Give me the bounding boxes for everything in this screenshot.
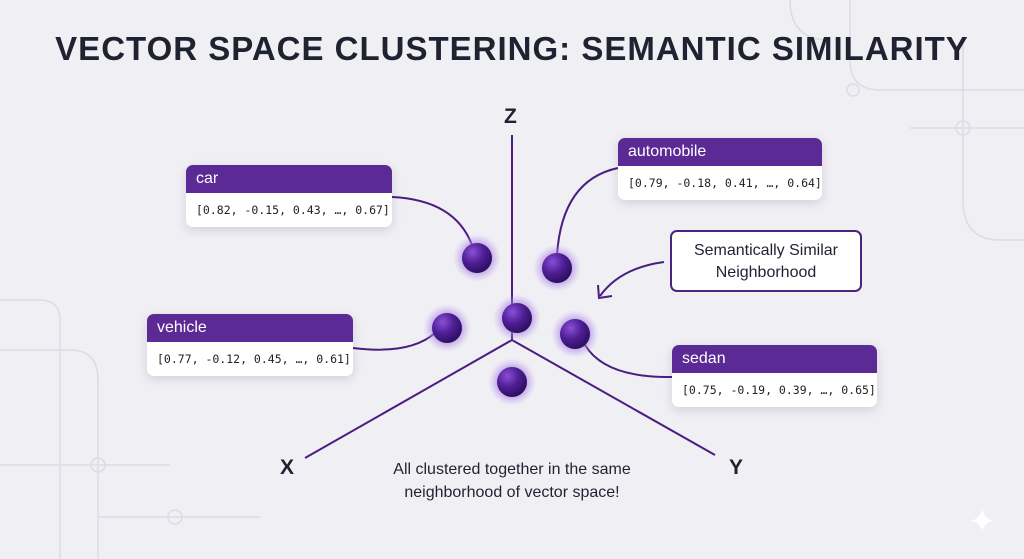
word-label: car — [186, 165, 392, 193]
vector-point-center — [502, 303, 532, 333]
sparkle-icon: ✦ — [968, 503, 997, 541]
word-vector: [0.75, -0.19, 0.39, …, 0.65] — [682, 383, 876, 397]
neighborhood-callout: Semantically Similar Neighborhood — [670, 230, 862, 292]
caption-line: All clustered together in the same — [393, 461, 631, 478]
word-vector: [0.77, -0.12, 0.45, …, 0.61] — [157, 352, 351, 366]
vector-point-vehicle — [432, 313, 462, 343]
connector-car — [391, 196, 473, 246]
callout-arrowhead — [597, 284, 613, 300]
caption: All clustered together in the same neigh… — [362, 458, 662, 504]
word-card-automobile: automobile [0.79, -0.18, 0.41, …, 0.64] — [618, 138, 822, 200]
y-axis — [511, 339, 716, 456]
x-axis-label: X — [280, 456, 295, 479]
vector-point-bottom — [497, 367, 527, 397]
x-axis — [304, 339, 513, 459]
y-axis-label: Y — [729, 456, 744, 479]
z-axis-label: Z — [504, 105, 517, 128]
word-label: sedan — [672, 345, 877, 373]
connector-automobile — [556, 167, 619, 256]
word-card-car: car [0.82, -0.15, 0.43, …, 0.67] — [186, 165, 392, 227]
vector-point-sedan — [560, 319, 590, 349]
page-title: VECTOR SPACE CLUSTERING: SEMANTIC SIMILA… — [55, 30, 969, 67]
caption-line: neighborhood of vector space! — [404, 484, 620, 501]
word-vector: [0.82, -0.15, 0.43, …, 0.67] — [196, 203, 390, 217]
word-label: automobile — [618, 138, 822, 166]
word-label: vehicle — [147, 314, 353, 342]
callout-line: Neighborhood — [715, 264, 817, 281]
word-card-vehicle: vehicle [0.77, -0.12, 0.45, …, 0.61] — [147, 314, 353, 376]
callout-arrow — [599, 261, 665, 297]
word-card-sedan: sedan [0.75, -0.19, 0.39, …, 0.65] — [672, 345, 877, 407]
word-vector: [0.79, -0.18, 0.41, …, 0.64] — [628, 176, 822, 190]
vector-point-car — [462, 243, 492, 273]
vector-point-automobile — [542, 253, 572, 283]
connector-sedan — [584, 344, 673, 379]
connector-vehicle — [352, 332, 436, 351]
callout-line: Semantically Similar — [693, 242, 839, 259]
